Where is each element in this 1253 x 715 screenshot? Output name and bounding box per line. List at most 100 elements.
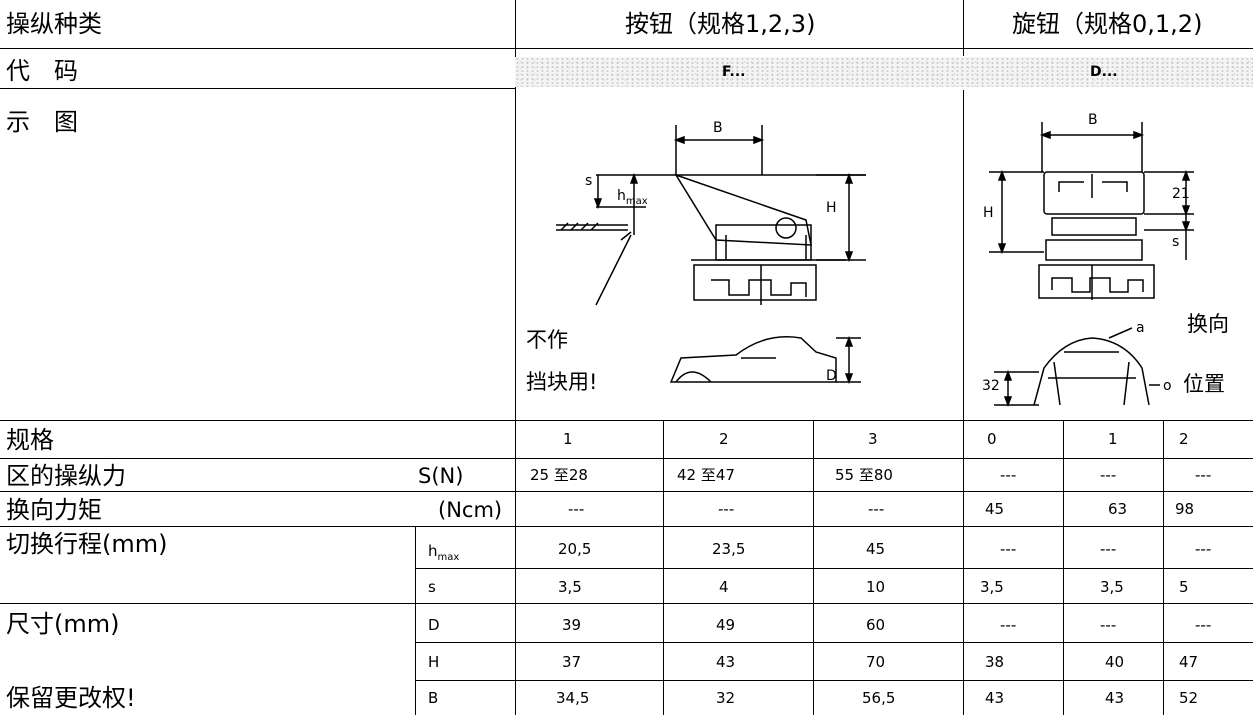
torque-value: --- — [868, 500, 885, 518]
code-label: 代 码 — [6, 57, 78, 85]
force-value: 25 至28 — [530, 466, 588, 484]
size-value: 1 — [563, 430, 573, 448]
button-code: F... — [722, 64, 746, 80]
d-value: 39 — [562, 616, 582, 634]
b-value: 43 — [1105, 689, 1125, 707]
button-dim-h: H — [826, 200, 837, 216]
rule-under-figure — [0, 420, 1253, 421]
size-value: 0 — [987, 430, 997, 448]
s-value: 5 — [1179, 578, 1189, 596]
knob-note-line1: 换向 — [1187, 312, 1229, 336]
rule-under-code — [0, 88, 515, 89]
h-value: 38 — [985, 653, 1005, 671]
col-divider-main — [515, 0, 516, 715]
col-divider-groups-lower — [963, 90, 964, 715]
rule-under-d — [415, 642, 1253, 643]
rights-reserved-note: 保留更改权! — [6, 684, 136, 712]
h-value: 47 — [1179, 653, 1199, 671]
rule-under-h — [415, 680, 1253, 681]
force-label: 区的操纵力 — [6, 462, 126, 490]
knob-dim-b: B — [1088, 112, 1098, 128]
travel-label: 切换行程(mm) — [6, 530, 168, 558]
code-band-shading — [515, 57, 1253, 87]
rule-under-s — [0, 603, 1253, 604]
force-value: 42 至47 — [677, 466, 735, 484]
force-value: 55 至80 — [835, 466, 893, 484]
d-value: 49 — [716, 616, 736, 634]
hmax-value: --- — [1000, 540, 1017, 558]
knob-mark-a: a — [1136, 320, 1145, 336]
knob-diagram — [989, 122, 1194, 408]
knob-code: D... — [1090, 64, 1118, 80]
button-dim-b: B — [713, 120, 723, 136]
hmax-value: 20,5 — [558, 540, 592, 558]
col-divider-groups — [963, 0, 964, 56]
rule-under-size — [0, 458, 1253, 459]
torque-label: 换向力矩 — [6, 496, 102, 524]
dim-label: 尺寸(mm) — [6, 610, 120, 638]
button-dim-d: D — [826, 368, 837, 384]
button-dim-hmax: hmax — [617, 188, 648, 207]
button-note-line1: 不作 — [526, 328, 568, 352]
button-dim-s: s — [585, 173, 593, 189]
col-divider-b3 — [813, 420, 814, 715]
s-value: 10 — [866, 578, 886, 596]
b-value: 43 — [985, 689, 1005, 707]
torque-value: 98 — [1175, 500, 1195, 518]
hmax-value: 45 — [866, 540, 886, 558]
torque-value: --- — [718, 500, 735, 518]
h-value: 40 — [1105, 653, 1125, 671]
rule-under-torque — [0, 526, 1253, 527]
button-diagram — [556, 125, 866, 385]
header-button-group: 按钮（规格1,2,3) — [625, 10, 816, 38]
force-value: --- — [1100, 466, 1117, 484]
s-value: 3,5 — [558, 578, 582, 596]
hmax-unit: hmax — [428, 542, 460, 563]
knob-dim-21: 21 — [1172, 186, 1190, 202]
header-knob-group: 旋钮（规格0,1,2) — [1012, 10, 1203, 38]
knob-note-line2: 位置 — [1183, 372, 1225, 396]
header-label: 操纵种类 — [6, 10, 102, 38]
knob-mark-o: o — [1163, 378, 1172, 394]
figure-label: 示 图 — [6, 108, 78, 136]
torque-value: 45 — [985, 500, 1005, 518]
d-value: --- — [1195, 616, 1212, 634]
col-divider-k2 — [1163, 420, 1164, 715]
s-value: 3,5 — [980, 578, 1004, 596]
rule-under-hmax — [415, 568, 1253, 569]
b-unit: B — [428, 689, 439, 707]
size-label: 规格 — [6, 426, 54, 454]
force-unit: S(N) — [418, 464, 464, 488]
b-value: 56,5 — [862, 689, 896, 707]
rule-under-header — [0, 48, 1253, 49]
s-value: 3,5 — [1100, 578, 1124, 596]
col-divider-unit — [415, 526, 416, 715]
knob-dim-h: H — [983, 205, 994, 221]
h-unit: H — [428, 653, 440, 671]
rule-under-force — [0, 491, 1253, 492]
torque-value: --- — [568, 500, 585, 518]
h-value: 70 — [866, 653, 886, 671]
s-value: 4 — [719, 578, 729, 596]
d-value: 60 — [866, 616, 886, 634]
size-value: 1 — [1108, 430, 1118, 448]
size-value: 2 — [1179, 430, 1189, 448]
col-divider-b2 — [663, 420, 664, 715]
knob-dim-s: s — [1172, 234, 1180, 250]
h-value: 43 — [716, 653, 736, 671]
force-value: --- — [1000, 466, 1017, 484]
d-unit: D — [428, 616, 440, 634]
b-value: 52 — [1179, 689, 1199, 707]
knob-dim-32: 32 — [982, 378, 1000, 394]
hmax-value: --- — [1100, 540, 1117, 558]
size-value: 2 — [719, 430, 729, 448]
d-value: --- — [1100, 616, 1117, 634]
d-value: --- — [1000, 616, 1017, 634]
b-value: 32 — [716, 689, 736, 707]
b-value: 34,5 — [556, 689, 590, 707]
button-note-line2: 挡块用! — [526, 370, 598, 394]
s-unit: s — [428, 578, 436, 596]
size-value: 3 — [868, 430, 878, 448]
col-divider-k1 — [1063, 420, 1064, 715]
torque-unit: (Ncm) — [438, 498, 503, 522]
